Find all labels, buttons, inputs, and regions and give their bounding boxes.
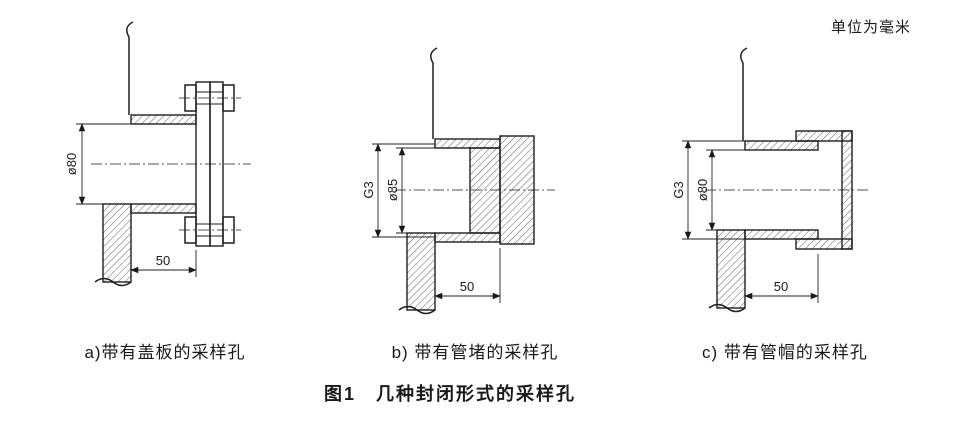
dim-label-thread: G3 bbox=[671, 181, 686, 198]
drawing-b-svg: G3 ø85 50 bbox=[361, 47, 555, 315]
bolt-top bbox=[179, 84, 241, 112]
unit-note: 单位为毫米 bbox=[830, 19, 911, 36]
dim-thread: G3 bbox=[671, 140, 745, 240]
dim-length: 50 bbox=[744, 245, 819, 303]
duct-wall bbox=[94, 21, 134, 287]
dim-label-diameter: ø80 bbox=[64, 153, 79, 175]
dim-label-length: 50 bbox=[156, 253, 170, 268]
caption-b: b) 带有管堵的采样孔 bbox=[391, 343, 559, 362]
dim-label-length: 50 bbox=[774, 279, 788, 294]
dim-label-diameter: ø85 bbox=[385, 179, 400, 201]
dim-diameter: ø85 bbox=[385, 147, 435, 234]
caption-c: c) 带有管帽的采样孔 bbox=[702, 343, 868, 362]
dim-label-diameter: ø80 bbox=[695, 179, 710, 201]
bolt-bottom bbox=[179, 216, 241, 244]
duct-wall bbox=[398, 47, 438, 315]
drawing-a-svg: ø80 50 bbox=[64, 21, 251, 287]
pipe-stub bbox=[744, 140, 819, 240]
caption-a: a)带有盖板的采样孔 bbox=[84, 343, 246, 362]
dim-diameter: ø80 bbox=[64, 123, 131, 205]
dim-length: 50 bbox=[434, 248, 501, 303]
dim-label-thread: G3 bbox=[361, 181, 376, 198]
dim-diameter: ø80 bbox=[695, 149, 745, 231]
dim-label-length: 50 bbox=[460, 279, 474, 294]
duct-wall bbox=[708, 47, 748, 313]
drawing-c-svg: G3 ø80 50 bbox=[671, 47, 870, 313]
dim-length: 50 bbox=[130, 219, 197, 277]
figure-title: 图1 几种封闭形式的采样孔 bbox=[323, 384, 576, 404]
dim-thread: G3 bbox=[361, 143, 435, 238]
